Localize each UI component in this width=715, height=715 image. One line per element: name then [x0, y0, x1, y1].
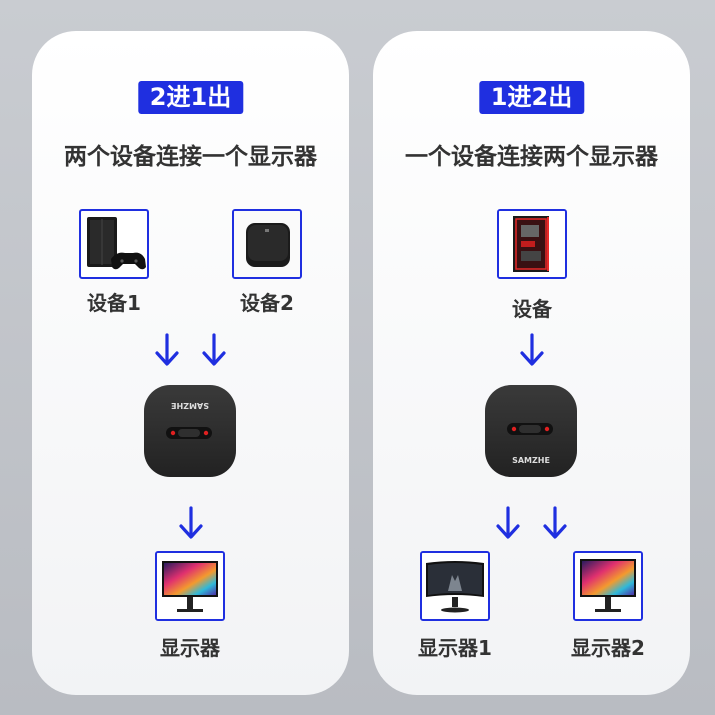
device-2-label: 设备2 — [240, 291, 294, 315]
mode-description: 两个设备连接一个显示器 — [64, 144, 317, 170]
switch-brand: SAMZHE — [512, 456, 550, 465]
hdmi-switch-device: SAMZHE — [485, 385, 577, 477]
tv-box-icon — [232, 209, 302, 279]
game-console-icon — [79, 209, 149, 279]
arrow-down-icon — [542, 506, 568, 540]
mode-description: 一个设备连接两个显示器 — [405, 144, 658, 170]
monitor-2-label: 显示器2 — [571, 636, 645, 660]
device-label: 设备 — [512, 297, 552, 321]
arrow-down-icon — [154, 333, 180, 367]
switch-brand: SAMZHE — [171, 401, 209, 410]
arrow-down-icon — [178, 506, 204, 540]
monitor-1-label: 显示器1 — [418, 636, 492, 660]
device-1-label: 设备1 — [87, 291, 141, 315]
card-two-in-one-out: 2进1出 两个设备连接一个显示器 设备1 设备2 SAMZHE — [32, 31, 349, 695]
hdmi-switch-device: SAMZHE — [144, 385, 236, 477]
mode-badge: 2进1出 — [137, 81, 244, 114]
gaming-pc-icon — [497, 209, 567, 279]
monitor-icon — [573, 551, 643, 621]
mode-badge: 1进2出 — [478, 81, 585, 114]
monitor-icon — [155, 551, 225, 621]
monitor-label: 显示器 — [160, 636, 220, 660]
arrow-down-icon — [519, 333, 545, 367]
arrow-down-icon — [495, 506, 521, 540]
curved-monitor-icon — [420, 551, 490, 621]
arrow-down-icon — [201, 333, 227, 367]
card-one-in-two-out: 1进2出 一个设备连接两个显示器 设备 SAMZHE — [373, 31, 690, 695]
